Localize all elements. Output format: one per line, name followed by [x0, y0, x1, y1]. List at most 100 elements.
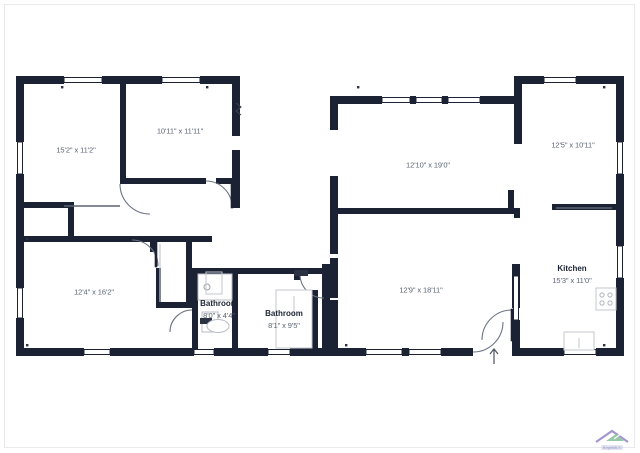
wall-bath-small-right: [232, 268, 238, 350]
window-bottom-4: [365, 349, 403, 355]
fixtures-layer: [64, 205, 617, 351]
window-right-1: [617, 141, 623, 175]
window-great-2: [415, 97, 443, 103]
tick-1: [61, 86, 64, 89]
wall-courtyard-right: [322, 264, 330, 356]
wall-top-left-c: [200, 76, 240, 84]
toilet-bowl-icon: [206, 319, 230, 333]
entry-arrow-icon: [489, 348, 499, 364]
window-right-2: [617, 245, 623, 279]
room-dimensions: 8'0" x 4'4": [203, 310, 235, 320]
door-leaves-layer: [154, 179, 514, 342]
wall-right-b: [616, 174, 624, 246]
room-dimensions: 15'2" x 11'2": [56, 145, 96, 155]
partition-bedroom-south: [120, 178, 206, 184]
wall-bath-large-inner-right: [312, 290, 318, 348]
window-bottom-1: [83, 349, 111, 355]
room-name: Bathroom: [265, 309, 303, 319]
toilet-tank-icon: [200, 318, 212, 324]
room-dimensions: 12'4" x 16'2": [74, 287, 114, 297]
stove-burner-2: [607, 292, 613, 298]
door-kitchen: [481, 309, 513, 341]
tick-6: [26, 344, 29, 347]
room-dimensions: 10'11" x 11'11": [156, 126, 204, 136]
door-family-room: [472, 321, 504, 353]
wall-right-c: [616, 278, 624, 356]
wall-bath-large-top-right: [300, 268, 324, 274]
tick-4: [603, 86, 606, 89]
wall-bottom-a: [16, 348, 84, 356]
wall-left-a: [16, 76, 24, 142]
window-great-1: [381, 97, 411, 103]
wall-left-block-right-top: [232, 84, 240, 136]
wall-bottom-b: [110, 348, 194, 356]
watermark-text: BrightMLS: [601, 445, 623, 450]
window-left-2: [17, 287, 23, 319]
wall-right-a: [616, 76, 624, 142]
ceiling-slope-marker: [235, 102, 242, 116]
window-top-1: [63, 77, 103, 83]
wall-right-top-b: [576, 76, 624, 84]
wall-bottom-right-b: [441, 348, 473, 356]
stove-burner-4: [607, 300, 613, 306]
door-bath-small: [169, 309, 193, 333]
room-label-great-room: 12'10" x 19'0": [406, 159, 450, 170]
wall-family-left-bottom: [330, 300, 338, 356]
room-label-family-room: 12'9" x 18'11": [399, 284, 442, 295]
mullion-great-2: [442, 96, 448, 104]
partition-bedroom-south-east: [216, 178, 240, 184]
room-dimensions: 15'3" x 11'0": [552, 275, 592, 285]
room-label-bathroom-large: Bathroom 8'1" x 9'5": [265, 309, 303, 331]
window-great-3: [447, 97, 481, 103]
room-name: Bathroom: [200, 299, 238, 309]
tick-8: [345, 344, 348, 347]
partition-hall-top: [22, 236, 150, 242]
wall-family-left-top: [330, 258, 338, 298]
shower-stall-icon: [205, 271, 223, 295]
tick-3: [357, 86, 360, 89]
wall-great-south: [338, 208, 514, 214]
partition-bedroom-divider: [120, 84, 126, 182]
door-hall-1: [131, 239, 159, 267]
wall-bath-large-top: [238, 268, 294, 274]
mullion-great-1: [410, 96, 416, 104]
wall-great-left-bottom: [330, 176, 338, 254]
tick-7: [603, 344, 606, 347]
wall-mid-divider-right: [552, 204, 616, 210]
tick-2: [206, 86, 209, 89]
wall-great-right-stub: [508, 190, 514, 214]
wall-bath-small-left: [192, 268, 198, 312]
room-dimensions: 8'1" x 9'5": [268, 320, 300, 330]
watermark-mark-icon: [595, 429, 629, 443]
wall-bath-small-top: [192, 268, 238, 274]
partition-closet-top: [22, 202, 74, 208]
partition-hall-vert-right: [186, 240, 192, 308]
wall-great-south-right: [514, 208, 520, 218]
vanity-bath-small: [197, 273, 233, 301]
window-top-2: [161, 77, 201, 83]
wall-great-top-b: [480, 96, 514, 104]
wall-right-top-a: [514, 76, 544, 84]
partition-hall-vert-left: [150, 236, 156, 252]
watermark-logo: BrightMLS: [588, 420, 636, 450]
wall-left-c: [16, 318, 24, 356]
stove-burner-3: [599, 300, 605, 306]
window-bottom-3: [267, 349, 291, 355]
shower-head-icon: [294, 270, 308, 276]
sink-bath-small-icon: [203, 283, 211, 291]
stove-icon: [595, 287, 617, 311]
wall-top-left-a: [16, 76, 64, 84]
walls-layer: [16, 76, 624, 356]
dimension-ticks-layer: [26, 86, 606, 347]
room-label-bedroom-right: 12'5" x 10'11": [551, 139, 594, 150]
wall-great-top-a: [330, 96, 382, 104]
wall-bottom-c: [214, 348, 268, 356]
room-dimensions: 12'10" x 19'0": [406, 160, 450, 170]
window-kitchen-divider: [513, 275, 519, 321]
wall-great-left-top: [330, 96, 338, 130]
stove-burner-1: [599, 292, 605, 298]
room-dimensions: 12'9" x 18'11": [399, 285, 443, 295]
room-name: Kitchen: [557, 264, 587, 274]
